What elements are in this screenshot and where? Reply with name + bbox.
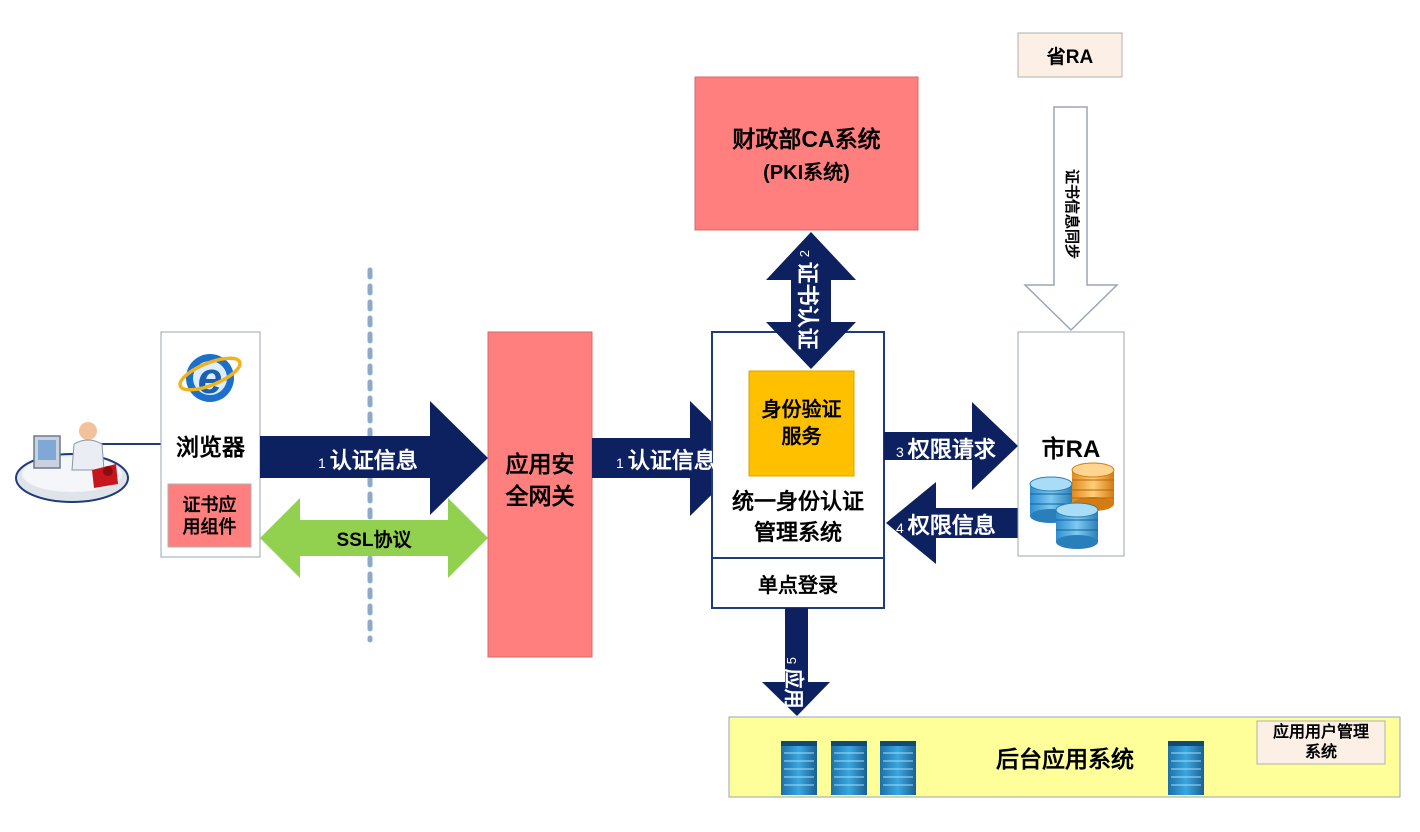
perm-info-arrow [886, 482, 1018, 564]
cert-component-label: 证书应 用组件 [182, 494, 237, 537]
ssl-arrow [260, 498, 488, 578]
step-text: 权限信息 [907, 513, 996, 538]
perm-request-label: 3 权限请求 [896, 432, 996, 464]
step-number: 1 [318, 455, 326, 471]
step-number: 4 [896, 520, 904, 536]
cert-auth-label: 2 证书认证 [795, 240, 825, 360]
auth-info-arrow-1 [260, 401, 488, 515]
step-text: 认证信息 [329, 448, 418, 473]
user-at-computer-icon [15, 422, 129, 503]
step-text: 证书信息同步 [1063, 168, 1080, 259]
auth-info-2-label: 1 认证信息 [616, 443, 716, 475]
user-mgmt-label: 应用用户管理 系统 [1272, 723, 1369, 761]
gateway-label: 应用安 全网关 [505, 451, 575, 509]
database-icon [1029, 462, 1115, 549]
uim-system-label: 统一身份认证 管理系统 [731, 489, 864, 545]
ssl-label: SSL协议 [336, 529, 412, 551]
sso-label: 单点登录 [758, 574, 838, 597]
apply-arrow [762, 608, 830, 716]
ca-system-box [694, 76, 919, 231]
gateway-box [487, 331, 593, 658]
apply-label: 5 应用 [782, 640, 810, 726]
step-text: 认证信息 [627, 448, 716, 473]
perm-request-arrow [884, 402, 1018, 490]
browser-label: 浏览器 [176, 434, 245, 460]
ca-system-label-2: (PKI系统) [763, 161, 850, 184]
cert-component-box [167, 483, 252, 548]
backend-label: 后台应用系统 [996, 746, 1134, 772]
cert-sync-arrow [1023, 106, 1119, 332]
identity-service-box [748, 370, 855, 477]
province-ra-label: 省RA [1046, 46, 1094, 68]
step-number: 5 [784, 657, 799, 665]
step-text: 证书认证 [795, 261, 820, 350]
identity-service-label: 身份验证 服务 [761, 398, 842, 448]
step-number: 3 [896, 444, 904, 460]
province-ra-box [1017, 32, 1123, 78]
server-rack-icon [781, 741, 1204, 795]
step-number: 2 [797, 250, 812, 258]
perm-info-label: 4 权限信息 [896, 508, 996, 540]
step-number: 1 [616, 455, 624, 471]
cert-sync-label: 证书信息同步 [1059, 154, 1083, 274]
step-text: 应用 [782, 668, 804, 709]
auth-info-1-label: 1 认证信息 [318, 443, 418, 475]
cert-auth-arrow [766, 232, 856, 369]
auth-info-arrow-2 [592, 401, 749, 516]
internet-explorer-icon: e [178, 354, 242, 403]
step-text: 权限请求 [907, 437, 996, 462]
city-ra-label: 市RA [1041, 435, 1101, 463]
ca-system-label-1: 财政部CA系统 [732, 126, 881, 152]
user-mgmt-box [1256, 720, 1386, 765]
